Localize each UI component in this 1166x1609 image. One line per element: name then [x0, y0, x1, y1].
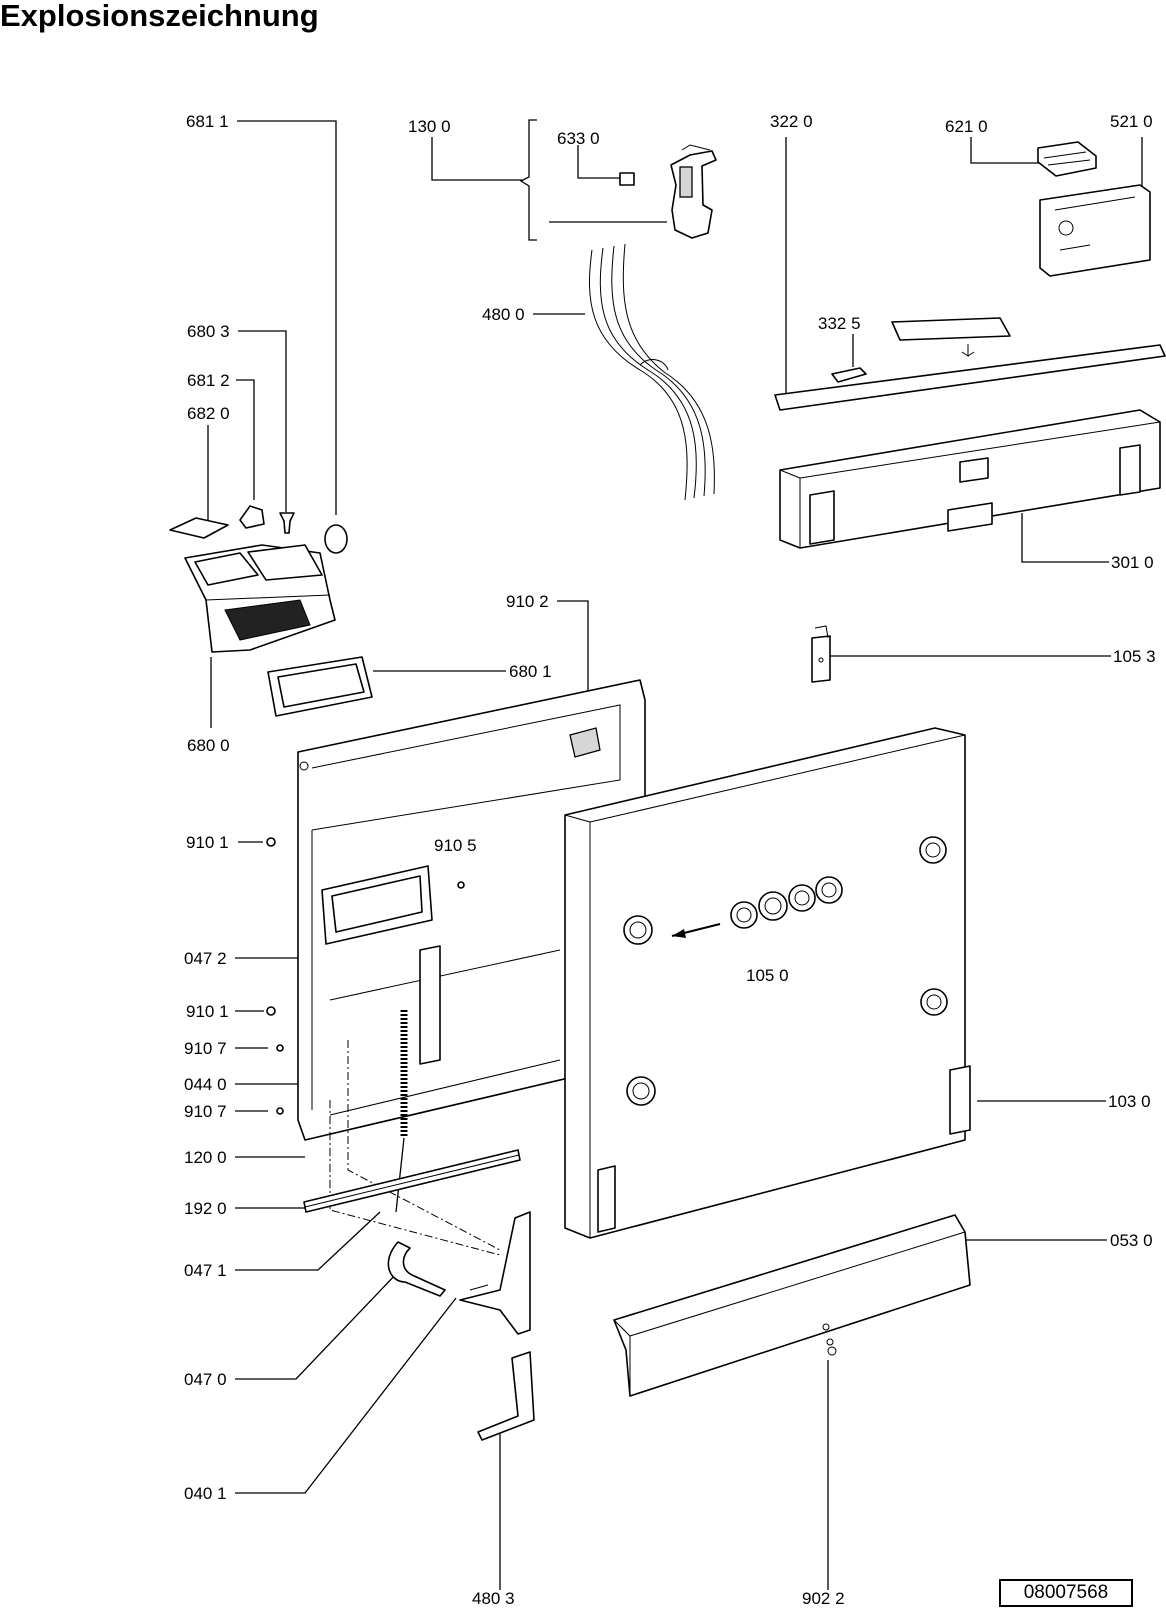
switch-assembly-part [619, 144, 717, 239]
control-module-part [1039, 184, 1151, 277]
part-label: 680 3 [187, 322, 230, 341]
label-sheet-part [891, 317, 1011, 357]
part-label: 047 1 [184, 1261, 227, 1280]
part-label: 047 0 [184, 1370, 227, 1389]
part-label: 105 0 [746, 966, 789, 985]
part-label: 910 7 [184, 1102, 227, 1121]
part-label: 480 3 [472, 1589, 515, 1608]
part-label: 301 0 [1111, 553, 1154, 572]
plinth-part [613, 1214, 971, 1397]
part-label: 047 2 [184, 949, 227, 968]
part-label: 040 1 [184, 1484, 227, 1503]
part-label: 053 0 [1110, 1231, 1153, 1250]
part-label: 621 0 [945, 117, 988, 136]
part-label: 322 0 [770, 112, 813, 131]
part-label: 680 1 [509, 662, 552, 681]
dispenser-gasket-part [267, 656, 373, 717]
part-label: 910 2 [506, 592, 549, 611]
part-label: 192 0 [184, 1199, 227, 1218]
wiring-harness-part [588, 243, 715, 501]
part-label: 633 0 [557, 129, 600, 148]
outer-door-part [564, 727, 971, 1239]
part-label: 910 1 [186, 833, 229, 852]
dispenser-plate-part [169, 517, 229, 539]
assembly-guide-lines [329, 1040, 501, 1256]
part-label: 103 0 [1108, 1092, 1151, 1111]
part-label: 120 0 [184, 1148, 227, 1167]
part-label: 332 5 [818, 314, 861, 333]
page-title: Explosionszeichnung [0, 0, 319, 33]
door-rail-part [303, 1149, 521, 1213]
part-label: 681 1 [186, 112, 229, 131]
dispenser-pin-part [279, 512, 295, 534]
document-number: 08007568 [999, 1579, 1133, 1607]
control-panel-frame-part [779, 409, 1161, 549]
part-label: 521 0 [1110, 112, 1153, 131]
part-label: 902 2 [802, 1589, 845, 1608]
part-label: 044 0 [184, 1075, 227, 1094]
part-label: 680 0 [187, 736, 230, 755]
dispenser-clip-part [239, 505, 265, 529]
part-label: 681 2 [187, 371, 230, 390]
panel-strip-part [774, 344, 1166, 411]
part-label: 682 0 [187, 404, 230, 423]
connector-block-part [1037, 141, 1097, 177]
detergent-dispenser-part [184, 544, 336, 653]
bracket-part [831, 367, 867, 383]
part-label: 480 0 [482, 305, 525, 324]
door-hinge-part [387, 1211, 531, 1335]
part-label: 105 3 [1113, 647, 1156, 666]
fastener-screws [266, 837, 465, 1115]
hinge-bracket-part [811, 625, 831, 683]
support-bracket-part [477, 1351, 535, 1441]
part-label: 910 1 [186, 1002, 229, 1021]
seal-ring-part [324, 524, 348, 554]
part-label: 910 7 [184, 1039, 227, 1058]
screw-part [826, 1338, 837, 1356]
door-spring-part [395, 1010, 408, 1213]
part-number-labels: 681 1 130 0 633 0 322 0 621 0 521 0 480 … [184, 112, 1156, 1608]
part-label: 910 5 [434, 836, 477, 855]
part-label: 130 0 [408, 117, 451, 136]
